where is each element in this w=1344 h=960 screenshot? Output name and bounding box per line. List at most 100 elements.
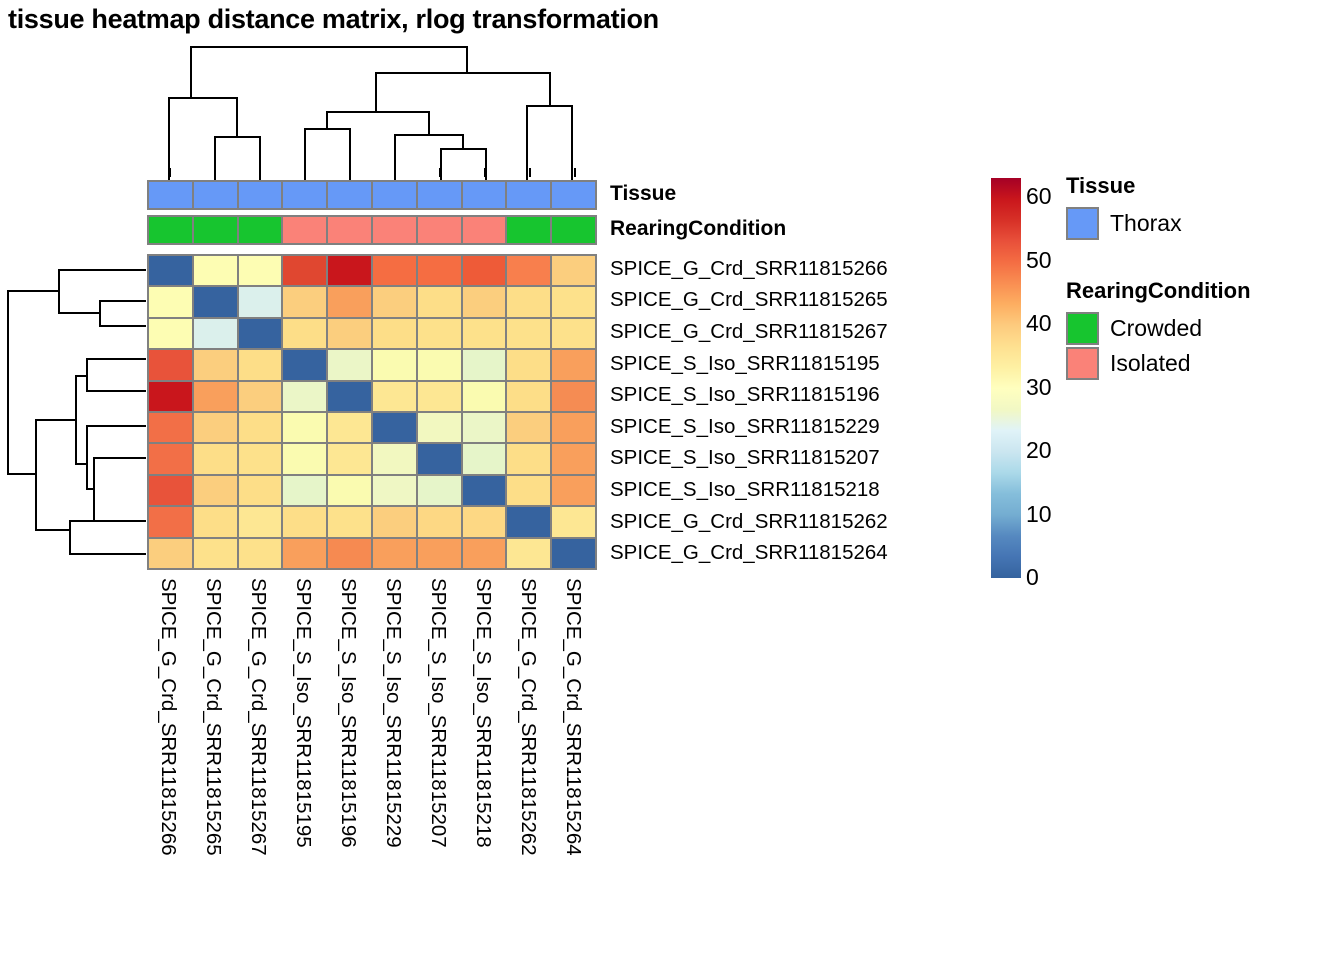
heatmap-cell bbox=[328, 507, 371, 537]
heatmap-cell bbox=[462, 507, 506, 537]
row-label: SPICE_G_Crd_SRR11815265 bbox=[610, 288, 888, 312]
heatmap-cell bbox=[552, 256, 595, 286]
heatmap-cell bbox=[552, 381, 595, 411]
annotation-cell-tissue bbox=[507, 182, 551, 208]
annotation-cell-tissue bbox=[372, 182, 416, 208]
page-title: tissue heatmap distance matrix, rlog tra… bbox=[8, 4, 659, 34]
row-label: SPICE_S_Iso_SRR11815229 bbox=[610, 414, 880, 438]
heatmap-cell bbox=[193, 538, 237, 568]
heatmap-cell bbox=[238, 444, 282, 474]
heatmap-cell bbox=[507, 256, 551, 286]
heatmap-cell bbox=[283, 507, 327, 537]
heatmap-cell bbox=[283, 381, 327, 411]
heatmap-cell bbox=[552, 507, 595, 537]
heatmap-cell bbox=[283, 287, 327, 317]
column-label: SPICE_G_Crd_SRR11815264 bbox=[561, 578, 585, 856]
heatmap-cell bbox=[552, 287, 595, 317]
heatmap-cell bbox=[417, 507, 461, 537]
annotation-cell-tissue bbox=[238, 182, 282, 208]
heatmap-cell bbox=[552, 444, 595, 474]
colorbar-tick-label: 40 bbox=[1026, 310, 1052, 337]
heatmap-cell bbox=[283, 475, 327, 506]
annotation-cell-tissue bbox=[462, 182, 506, 208]
heatmap-cell bbox=[372, 318, 416, 349]
heatmap-cell bbox=[149, 444, 192, 474]
heatmap-cell bbox=[328, 381, 371, 411]
annotation-cell-rearing-condition bbox=[328, 217, 371, 243]
heatmap-cell bbox=[328, 475, 371, 506]
colorbar-gradient bbox=[991, 178, 1021, 578]
heatmap-cell bbox=[417, 381, 461, 411]
legend-title-rearing-condition: RearingCondition bbox=[1066, 278, 1251, 303]
heatmap-cell bbox=[372, 412, 416, 443]
heatmap-cell bbox=[462, 475, 506, 506]
heatmap-cell bbox=[149, 350, 192, 380]
heatmap-cell bbox=[328, 287, 371, 317]
heatmap-cell bbox=[328, 444, 371, 474]
heatmap-cell bbox=[507, 538, 551, 568]
heatmap-cell bbox=[372, 381, 416, 411]
heatmap-cell bbox=[417, 444, 461, 474]
legend-swatch-crowded[interactable] bbox=[1066, 312, 1099, 345]
heatmap-cell bbox=[193, 381, 237, 411]
legend-swatch-isolated[interactable] bbox=[1066, 347, 1099, 380]
heatmap-cell bbox=[417, 412, 461, 443]
heatmap-cell bbox=[193, 444, 237, 474]
heatmap-cell bbox=[238, 507, 282, 537]
heatmap-cell bbox=[283, 538, 327, 568]
heatmap-cell bbox=[462, 444, 506, 474]
annotation-cell-rearing-condition bbox=[552, 217, 595, 243]
heatmap-cell bbox=[328, 538, 371, 568]
heatmap-cell bbox=[372, 475, 416, 506]
heatmap-cell bbox=[507, 507, 551, 537]
heatmap-cell bbox=[149, 538, 192, 568]
heatmap-cell bbox=[149, 318, 192, 349]
legend-swatch-thorax[interactable] bbox=[1066, 207, 1099, 240]
heatmap-cell bbox=[283, 350, 327, 380]
heatmap-cell bbox=[507, 381, 551, 411]
column-label: SPICE_S_Iso_SRR11815196 bbox=[336, 578, 360, 848]
column-tick bbox=[258, 168, 261, 177]
column-label: SPICE_G_Crd_SRR11815265 bbox=[201, 578, 225, 856]
heatmap-cell bbox=[552, 475, 595, 506]
heatmap-cell bbox=[552, 318, 595, 349]
annotation-cell-tissue bbox=[149, 182, 192, 208]
heatmap-cell bbox=[193, 412, 237, 443]
column-tick bbox=[483, 168, 486, 177]
column-label: SPICE_S_Iso_SRR11815218 bbox=[471, 578, 495, 848]
column-tick bbox=[528, 168, 531, 177]
heatmap-cell bbox=[149, 412, 192, 443]
column-label: SPICE_S_Iso_SRR11815229 bbox=[381, 578, 405, 848]
heatmap-grid bbox=[147, 254, 597, 570]
heatmap-cell bbox=[372, 287, 416, 317]
heatmap-cell bbox=[417, 475, 461, 506]
heatmap-cell bbox=[507, 318, 551, 349]
heatmap-cell bbox=[417, 538, 461, 568]
column-label: SPICE_S_Iso_SRR11815195 bbox=[291, 578, 315, 848]
column-label: SPICE_G_Crd_SRR11815262 bbox=[516, 578, 540, 856]
row-label: SPICE_S_Iso_SRR11815207 bbox=[610, 446, 880, 470]
heatmap-cell bbox=[462, 538, 506, 568]
heatmap-cell bbox=[372, 538, 416, 568]
heatmap-cell bbox=[328, 412, 371, 443]
annotation-cell-rearing-condition bbox=[417, 217, 461, 243]
heatmap-cell bbox=[238, 412, 282, 443]
heatmap-cell bbox=[328, 350, 371, 380]
heatmap-cell bbox=[507, 475, 551, 506]
heatmap-cell bbox=[552, 412, 595, 443]
heatmap-cell bbox=[417, 350, 461, 380]
heatmap-cell bbox=[193, 256, 237, 286]
heatmap-cell bbox=[462, 318, 506, 349]
heatmap-cell bbox=[149, 381, 192, 411]
heatmap-cell bbox=[552, 538, 595, 568]
heatmap-cell bbox=[283, 412, 327, 443]
column-tick bbox=[438, 168, 441, 177]
heatmap-cell bbox=[193, 507, 237, 537]
annotation-cell-tissue bbox=[552, 182, 595, 208]
column-tick bbox=[213, 168, 216, 177]
annotation-label-rearing-condition: RearingCondition bbox=[610, 217, 787, 240]
row-label: SPICE_G_Crd_SRR11815266 bbox=[610, 256, 888, 280]
annotation-cell-tissue bbox=[328, 182, 371, 208]
heatmap-cell bbox=[417, 287, 461, 317]
colorbar-tick-label: 20 bbox=[1026, 437, 1052, 464]
